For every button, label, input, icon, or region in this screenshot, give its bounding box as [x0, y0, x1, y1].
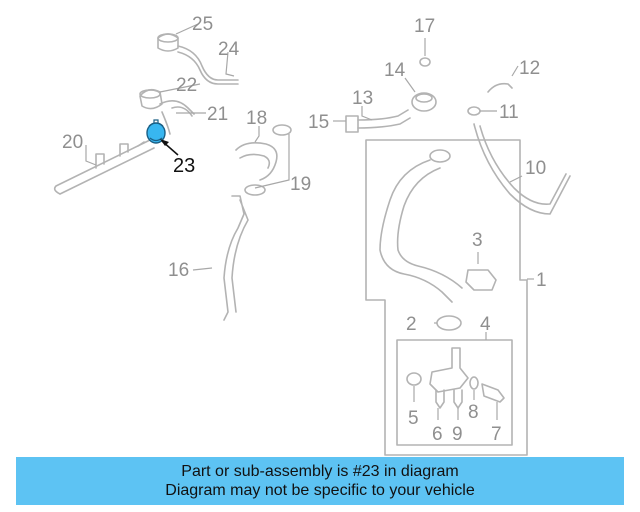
- callout-23: 23: [173, 155, 195, 177]
- callout-8: 8: [468, 402, 479, 423]
- callout-12: 12: [519, 58, 540, 79]
- part-6-clip: [435, 389, 445, 409]
- callout-10: 10: [525, 158, 546, 179]
- banner-line-part: Part or sub-assembly is #23 in diagram: [181, 463, 459, 480]
- assembly-outline: [365, 139, 528, 456]
- callout-22: 22: [176, 75, 197, 96]
- part-22-clamp: [139, 88, 163, 110]
- callout-9: 9: [452, 424, 463, 445]
- callout-2: 2: [406, 314, 417, 335]
- part-11-oring: [467, 106, 481, 116]
- part-17-oring: [419, 57, 431, 67]
- part-14-clamp: [411, 92, 437, 112]
- part-24-hose: [177, 45, 239, 85]
- part-15-bracket: [345, 115, 359, 133]
- callout-7: 7: [491, 424, 502, 445]
- part-25-clamp: [157, 33, 179, 52]
- part-1-clamp-top: [429, 149, 451, 163]
- callout-17: 17: [414, 16, 435, 37]
- part-19-clamps: [244, 124, 292, 196]
- callout-11: 11: [499, 102, 519, 123]
- callout-18: 18: [246, 108, 267, 129]
- parts-diagram: 25 24 22 21 20 18 19 16 15 13 14 17 12 1…: [53, 14, 571, 456]
- callout-14: 14: [384, 60, 406, 81]
- part-18-hose: [235, 142, 278, 181]
- callout-23-arrow: [160, 139, 179, 156]
- part-7-sensor: [481, 383, 505, 403]
- part-3-housing: [465, 269, 497, 291]
- part-13-hose: [357, 109, 411, 129]
- callout-1: 1: [536, 270, 547, 291]
- callout-4: 4: [480, 314, 491, 335]
- callout-21: 21: [207, 104, 228, 125]
- callout-25: 25: [192, 14, 213, 35]
- part-23-clamp: [146, 119, 166, 144]
- part-1-hose: [379, 159, 463, 303]
- part-9-clip: [453, 389, 463, 409]
- callout-24: 24: [218, 39, 240, 60]
- part-20-pipe: [53, 139, 155, 195]
- banner-line-disclaimer: Diagram may not be specific to your vehi…: [165, 482, 475, 499]
- callout-5: 5: [408, 408, 419, 429]
- callout-15: 15: [308, 112, 329, 133]
- info-banner: Part or sub-assembly is #23 in diagram D…: [16, 457, 624, 505]
- part-4-tee: [429, 347, 469, 393]
- callout-6: 6: [432, 424, 443, 445]
- sub-assembly-box: [396, 339, 513, 446]
- leader-lines: [85, 23, 534, 420]
- callout-16: 16: [168, 260, 189, 281]
- part-8-oring: [469, 376, 479, 390]
- part-16-pipe: [223, 195, 249, 321]
- callout-3: 3: [472, 230, 483, 251]
- part-21-hose: [159, 100, 195, 135]
- part-2-clamp: [436, 315, 462, 331]
- callout-19: 19: [290, 174, 311, 195]
- part-5-oring: [406, 372, 422, 386]
- callout-13: 13: [352, 88, 373, 109]
- part-10-pipe: [473, 123, 571, 215]
- callout-20: 20: [62, 132, 83, 153]
- part-12-clip: [487, 82, 513, 93]
